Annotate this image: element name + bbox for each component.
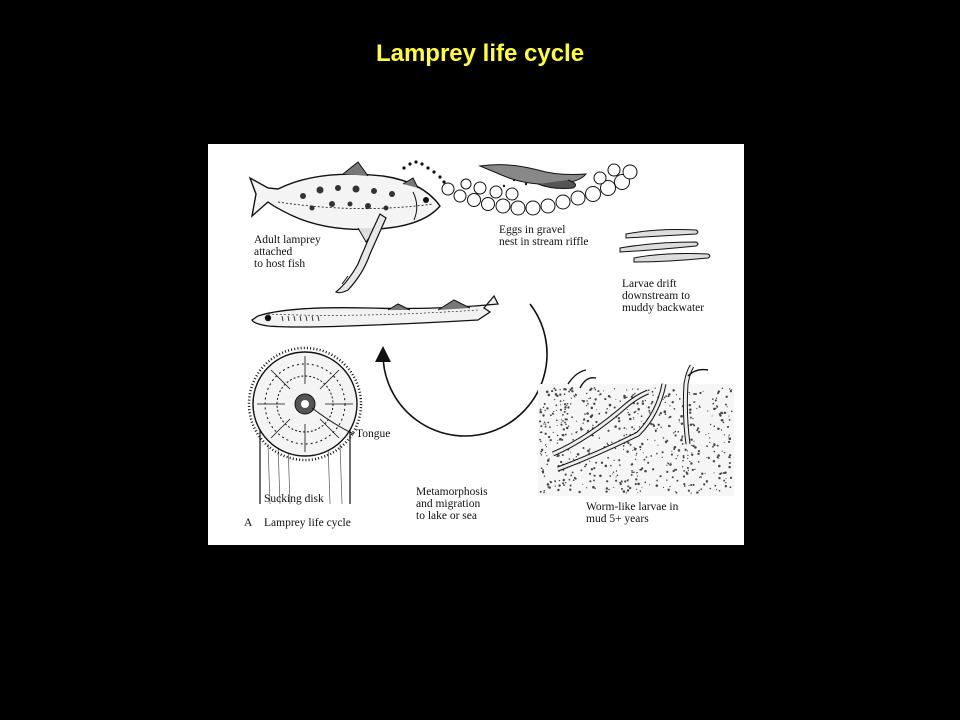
lamprey-life-cycle-illustration: [247, 160, 734, 505]
egg-nest-label: Eggs in gravel nest in stream riffle: [499, 224, 589, 248]
sucking-disk-label: Sucking disk: [264, 493, 324, 505]
mud-larvae-illustration: [538, 364, 734, 496]
metamorphosis-label: Metamorphosis and migration to lake or s…: [416, 486, 488, 522]
tongue-label: Tongue: [356, 428, 391, 440]
figure-caption: Lamprey life cycle: [264, 517, 351, 529]
life-cycle-arrow: [375, 303, 548, 437]
lamprey-life-cycle-figure: Adult lamprey attached to host fish Eggs…: [208, 144, 744, 545]
sucking-disk-illustration: [247, 346, 363, 505]
egg-nest-illustration: [441, 163, 638, 216]
figure-caption-letter: A: [244, 517, 253, 529]
mud-larvae-label: Worm-like larvae in mud 5+ years: [586, 501, 679, 525]
host-fish-illustration: [248, 161, 441, 243]
adult-lamprey-illustration: [251, 294, 500, 328]
larvae-drift-label: Larvae drift downstream to muddy backwat…: [622, 278, 705, 314]
adult-lamprey-label: Adult lamprey attached to host fish: [254, 234, 321, 270]
drifting-larvae-illustration: [619, 229, 711, 263]
spawning-lampreys-illustration: [478, 164, 588, 189]
attached-lamprey-illustration: [334, 213, 387, 294]
slide-title: Lamprey life cycle: [375, 40, 585, 67]
